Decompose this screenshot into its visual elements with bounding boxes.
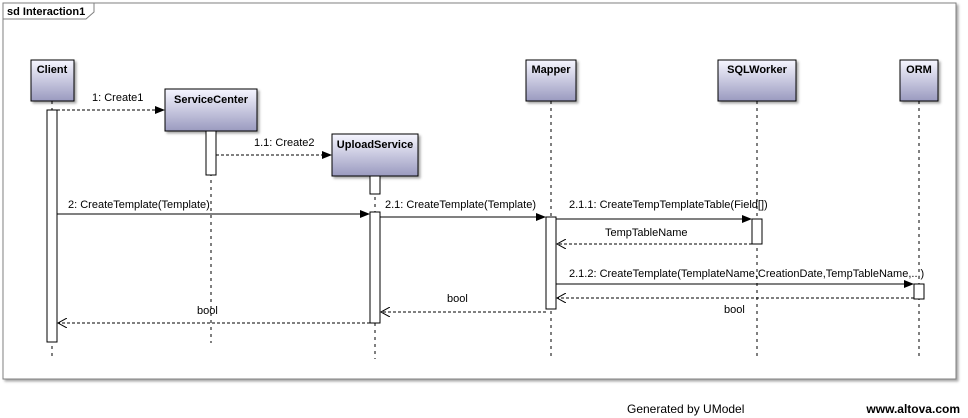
lifeline-sqlworker: SQLWorker	[717, 59, 797, 102]
lifeline-client-label: Client	[37, 64, 68, 76]
return-bool-mapper: bool	[381, 293, 546, 312]
message-create2: 1.1: Create2	[216, 137, 332, 159]
return-bool-uploadservice-label: bool	[197, 305, 218, 317]
activation-sqlworker	[751, 218, 763, 245]
lifeline-orm-label: ORM	[906, 64, 932, 76]
return-bool-orm: bool	[557, 298, 914, 316]
lifeline-orm: ORM	[899, 59, 939, 102]
lifeline-client: Client	[30, 59, 75, 102]
lifeline-uploadservice: UploadService	[331, 133, 419, 177]
message-createtemplate-2-1-2-label: 2.1.2: CreateTemplate(TemplateName,Creat…	[569, 268, 924, 280]
activation-orm	[913, 283, 925, 300]
activation-uploadservice	[369, 211, 381, 324]
return-bool-orm-label: bool	[724, 304, 745, 316]
message-createtemplate-2-1: 2.1: CreateTemplate(Template)	[380, 199, 546, 221]
return-bool-mapper-label: bool	[447, 293, 468, 305]
message-createtemptemplatetable: 2.1.1: CreateTempTemplateTable(Field[])	[556, 199, 768, 223]
activation-client	[46, 109, 58, 343]
activation-servicecenter	[205, 130, 217, 176]
return-bool-uploadservice: bool	[58, 305, 370, 323]
return-temptablename-label: TempTableName	[605, 227, 688, 239]
return-temptablename: TempTableName	[557, 227, 752, 244]
message-create2-label: 1.1: Create2	[254, 137, 315, 149]
lifeline-mapper: Mapper	[525, 59, 577, 102]
message-create1: 1: Create1	[57, 92, 165, 114]
message-create1-label: 1: Create1	[92, 92, 143, 104]
message-createtemptemplatetable-label: 2.1.1: CreateTempTemplateTable(Field[])	[569, 199, 768, 211]
generated-by-text: Generated by UModel	[627, 402, 745, 416]
lifeline-servicecenter-label: ServiceCenter	[174, 94, 249, 106]
frame-title: sd Interaction1	[7, 6, 85, 18]
lifeline-servicecenter: ServiceCenter	[164, 88, 258, 132]
lifeline-mapper-label: Mapper	[531, 64, 571, 76]
lifeline-sqlworker-label: SQLWorker	[727, 64, 787, 76]
message-createtemplate-2-label: 2: CreateTemplate(Template)	[68, 199, 210, 211]
interaction-frame: sd Interaction1	[2, 2, 957, 380]
activation-uploadservice-create	[369, 175, 381, 195]
message-createtemplate-2: 2: CreateTemplate(Template)	[57, 199, 370, 218]
activation-mapper	[545, 216, 557, 310]
activation-bars	[46, 109, 925, 343]
message-createtemplate-2-1-2: 2.1.2: CreateTemplate(TemplateName,Creat…	[556, 268, 924, 288]
message-createtemplate-2-1-label: 2.1: CreateTemplate(Template)	[385, 199, 536, 211]
website-link[interactable]: www.altova.com	[866, 402, 960, 416]
lifeline-uploadservice-label: UploadService	[337, 139, 413, 151]
